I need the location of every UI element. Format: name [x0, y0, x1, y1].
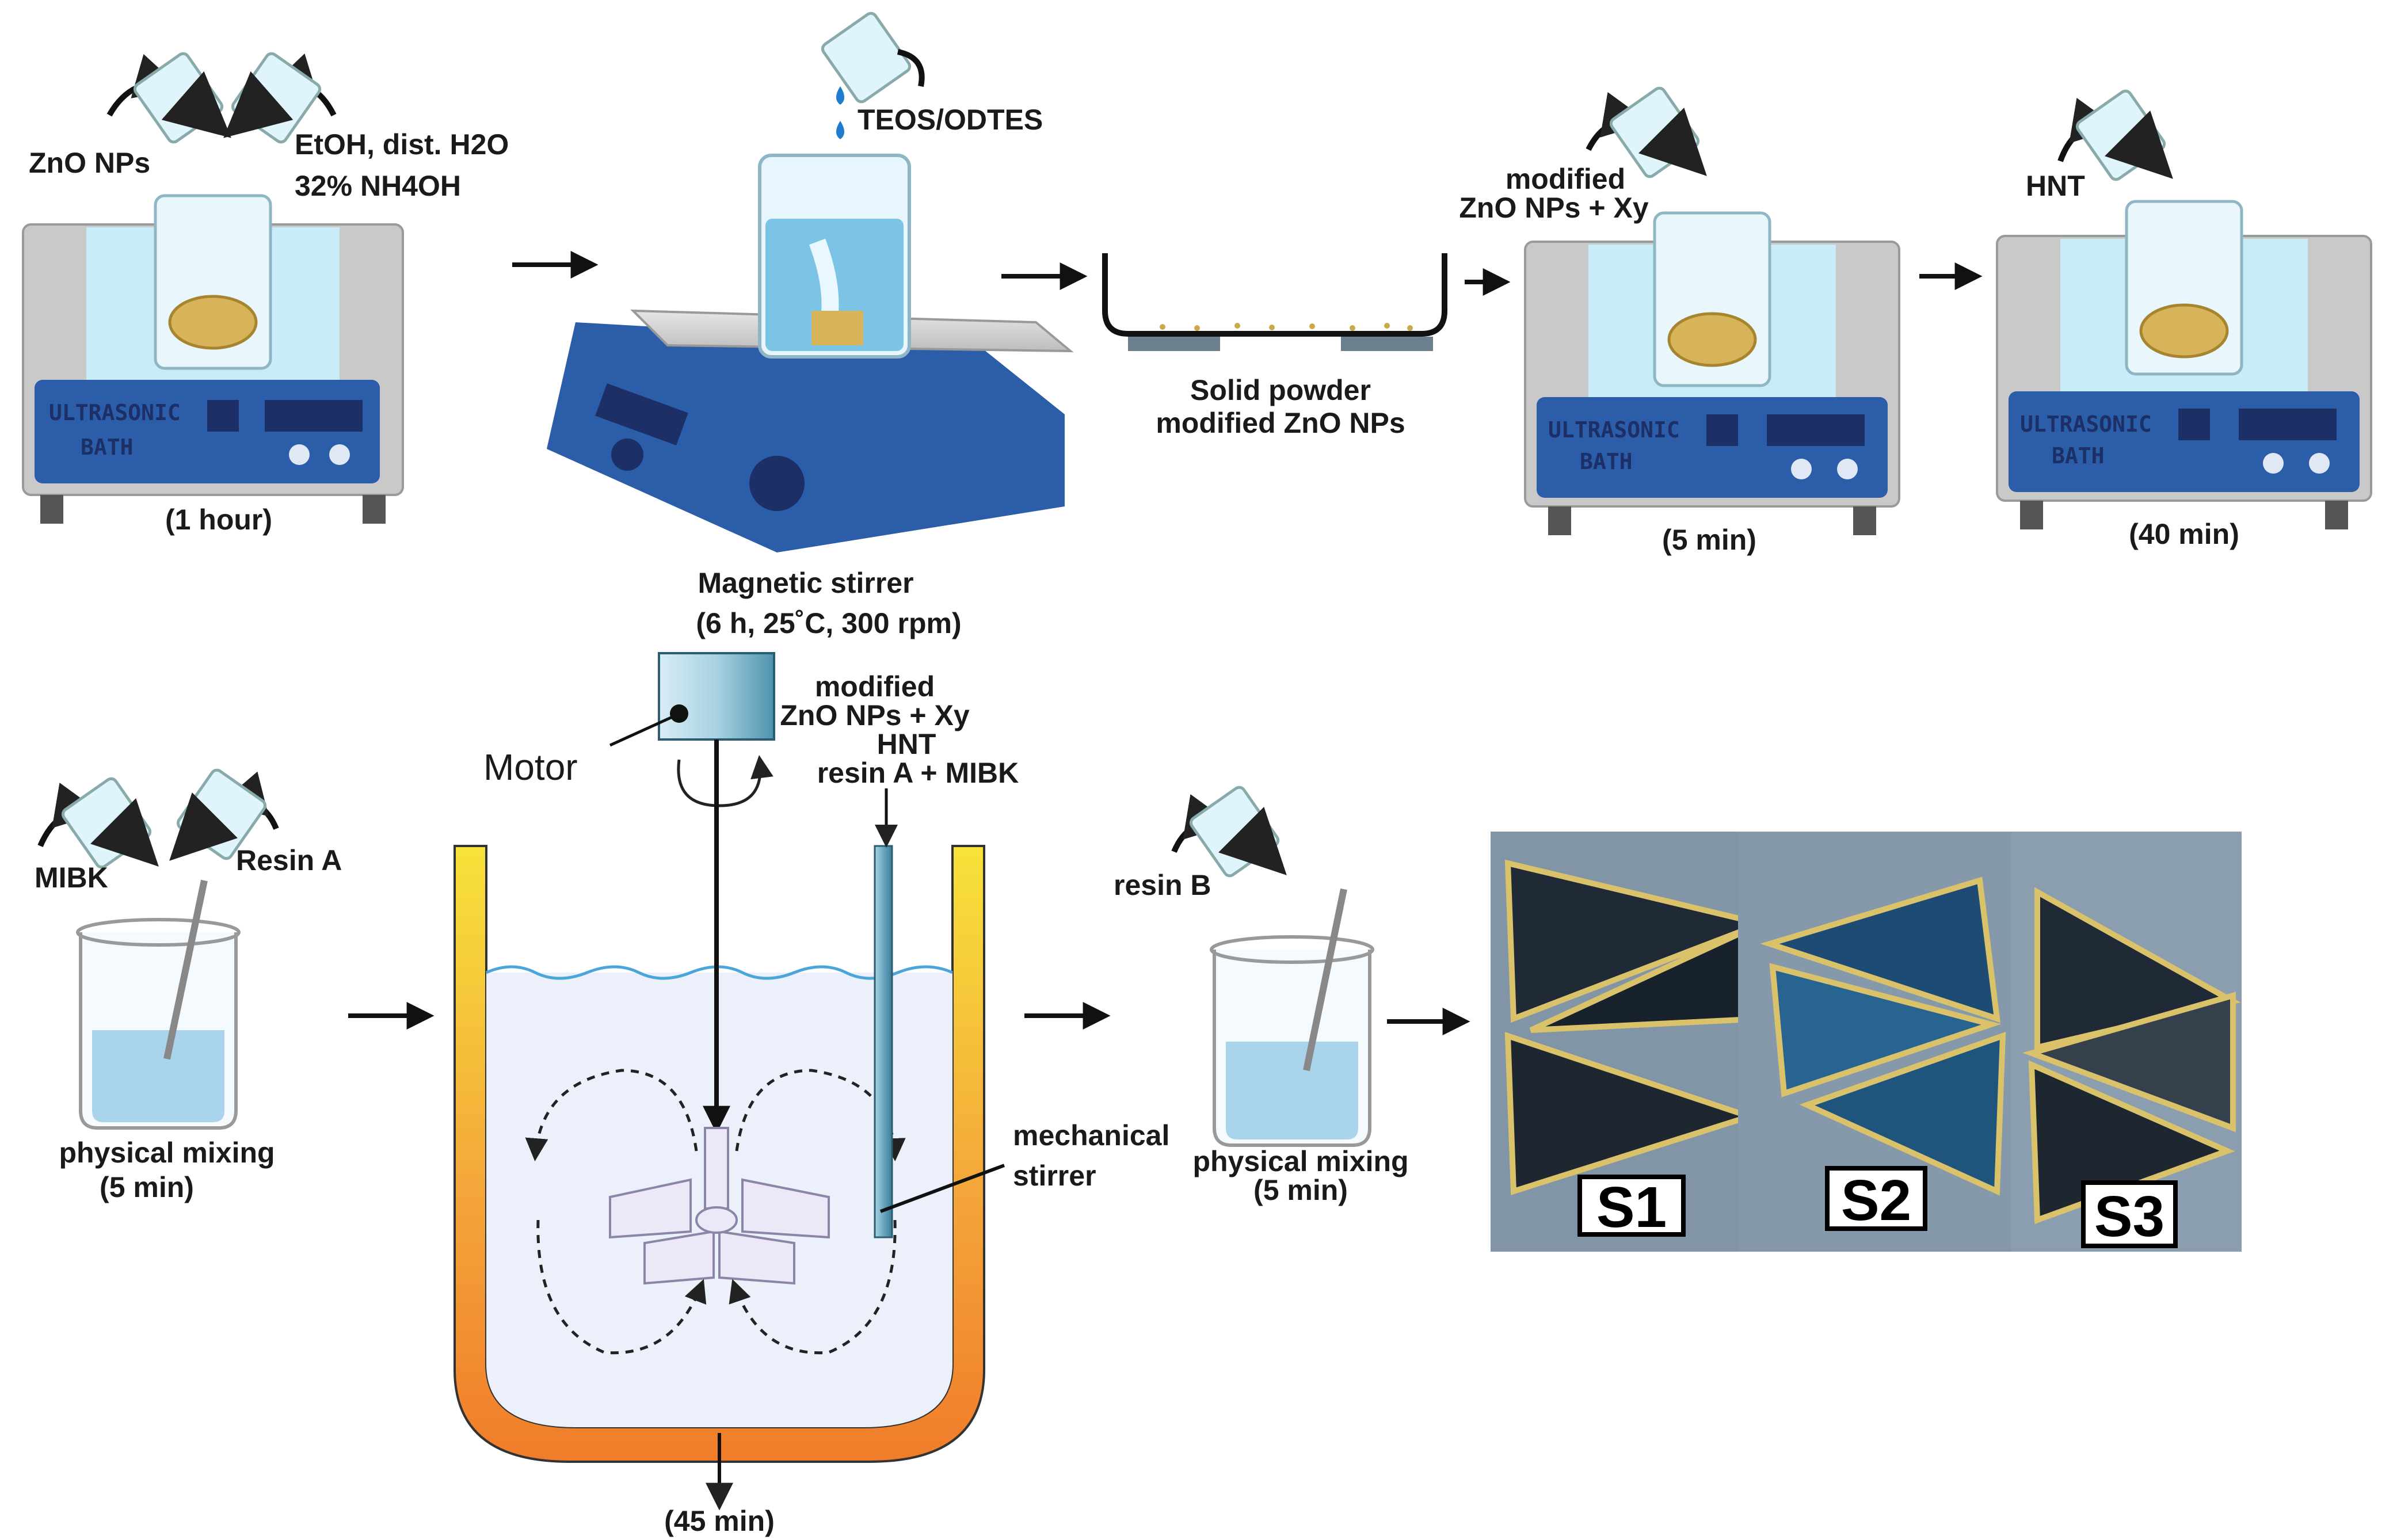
feed-label: resin A + MIBK [817, 757, 1019, 789]
sample-s2: S2 [1738, 832, 2011, 1252]
pour-beaker-icon [1171, 786, 1287, 878]
step2-magnetic-stirrer: TEOS/ODTES Magnetic stirrer (6 h, 25˚C, … [547, 12, 1074, 639]
reagent-label: HNT [2026, 170, 2085, 202]
bath-label: BATH [81, 434, 134, 460]
sample-s1: S1 [1491, 832, 1771, 1252]
feed-label: HNT [877, 728, 936, 760]
sample-label: S2 [1841, 1168, 1911, 1233]
mixing-label: (5 min) [100, 1171, 194, 1203]
reagent-label: ZnO NPs + Xy [1459, 192, 1648, 224]
mixing-label: (5 min) [1253, 1174, 1348, 1206]
reagent-label: TEOS/ODTES [858, 104, 1043, 136]
stirrer-label: mechanical [1013, 1119, 1169, 1152]
pour-beaker-icon [2057, 89, 2173, 181]
step5-ultrasonic-bath: HNT ULTRASONIC BATH (40 min) [1996, 89, 2372, 550]
powder-particles [1160, 323, 1413, 331]
reagent-label: ZnO NPs [29, 147, 150, 179]
pour-beaker-icon [37, 777, 159, 869]
step7-physical-mixing: resin B physical mixing (5 min) [1114, 786, 1409, 1206]
pour-beaker-icon [169, 768, 279, 861]
motor-label: Motor [483, 746, 578, 788]
sample-s3: S3 [2011, 832, 2242, 1252]
reagent-label: modified [1506, 163, 1625, 195]
pour-beaker-icon [106, 52, 231, 144]
reagent-label: MIBK [35, 862, 108, 894]
reactor: Motor modified ZnO NPs + Xy HNT [454, 652, 1169, 1537]
feed-label: ZnO NPs + Xy [780, 699, 969, 731]
pour-beaker-icon [223, 52, 337, 144]
pour-beaker-icon [1586, 86, 1707, 178]
dropper-icon [821, 12, 925, 139]
motor-icon [658, 652, 775, 741]
feed-label: modified [815, 670, 935, 703]
duration-label: (45 min) [664, 1505, 775, 1537]
bath-label: BATH [2052, 443, 2105, 468]
sample-photo-panel: S1 S2 S3 [1491, 832, 2242, 1252]
sample-label: S3 [2094, 1184, 2164, 1249]
step3-powder-dish: Solid powder modified ZnO NPs [1102, 253, 1447, 439]
reagent-label: EtOH, dist. H2O [295, 128, 509, 161]
stirrer-label: Magnetic stirrer [698, 567, 913, 599]
reagent-label: Resin A [236, 844, 342, 876]
bath-label: BATH [1580, 449, 1633, 474]
powder-label: modified ZnO NPs [1156, 407, 1405, 439]
stirrer-label: stirrer [1013, 1160, 1096, 1192]
duration-label: (5 min) [1662, 524, 1756, 556]
reagent-label: resin B [1114, 869, 1211, 901]
stirrer-conditions: (6 h, 25˚C, 300 rpm) [696, 607, 961, 639]
duration-label: (1 hour) [165, 504, 272, 536]
reagent-label: 32% NH4OH [295, 170, 461, 202]
bath-label: ULTRASONIC [1548, 417, 1680, 443]
sample-label: S1 [1596, 1175, 1667, 1240]
mixing-label: physical mixing [59, 1137, 275, 1169]
bath-label: ULTRASONIC [49, 400, 181, 425]
powder-label: Solid powder [1190, 374, 1371, 406]
mixing-label: physical mixing [1192, 1145, 1408, 1177]
bath-label: ULTRASONIC [2020, 411, 2152, 437]
duration-label: (40 min) [2129, 518, 2239, 550]
step4-ultrasonic-bath: modified ZnO NPs + Xy ULTRASONIC BATH (5… [1459, 86, 1900, 556]
step1-ultrasonic-bath: ZnO NPs EtOH, dist. H2O 32% NH4OH ULTRAS… [22, 52, 509, 536]
impeller-icon [609, 1127, 830, 1285]
step6-physical-mixing: MIBK Resin A physical mixing (5 min) [35, 768, 342, 1203]
